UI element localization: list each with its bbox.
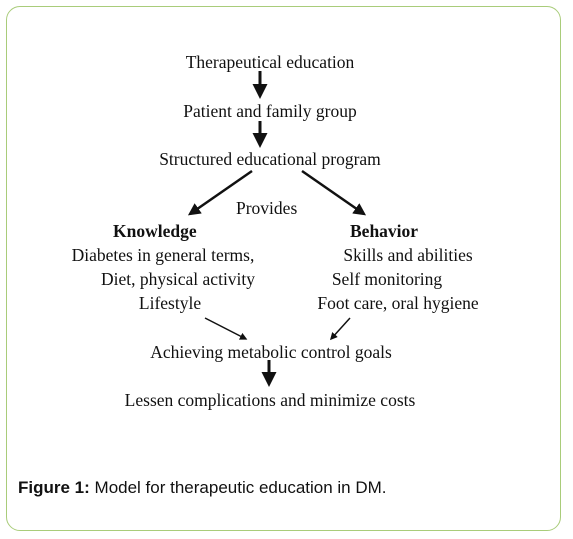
behavior-item: Skills and abilities: [343, 245, 473, 265]
node-behavior-title: Behavior: [350, 221, 419, 241]
figure-caption: Figure 1: Model for therapeutic educatio…: [18, 478, 387, 498]
knowledge-item: Diabetes in general terms,: [71, 245, 255, 265]
arrow-knowledge-to-achieving: [204, 317, 248, 340]
arrow-behavior-to-achieving: [329, 317, 351, 341]
behavior-item: Foot care, oral hygiene: [317, 293, 479, 313]
node-patient-family-group: Patient and family group: [183, 101, 357, 121]
node-knowledge-title: Knowledge: [113, 221, 197, 241]
label-provides: Provides: [236, 198, 298, 218]
caption-label: Figure 1:: [18, 478, 90, 497]
caption-text: Model for therapeutic education in DM.: [94, 478, 387, 497]
node-structured-program: Structured educational program: [159, 149, 381, 169]
behavior-item: Self monitoring: [331, 269, 443, 289]
node-achieving-goals: Achieving metabolic control goals: [150, 342, 392, 362]
node-therapeutic-education: Therapeutical education: [185, 52, 355, 72]
arrow-structured-to-behavior: [301, 169, 367, 216]
figure-frame: [6, 6, 561, 531]
knowledge-item: Diet, physical activity: [100, 269, 256, 289]
knowledge-item: Lifestyle: [138, 293, 202, 313]
node-lessen-complications: Lessen complications and minimize costs: [124, 390, 416, 410]
arrow-structured-to-knowledge: [187, 169, 253, 216]
